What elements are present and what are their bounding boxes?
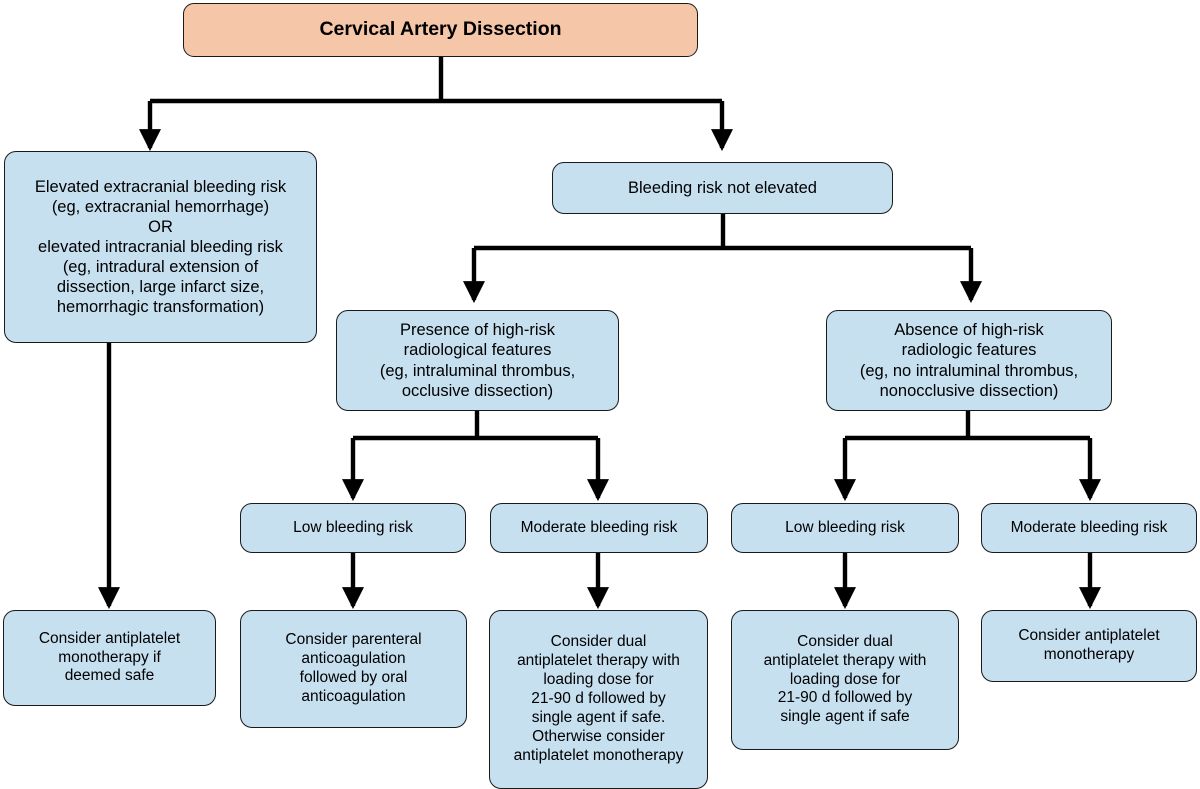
node-bleeding-risk-not-elevated[interactable]: Bleeding risk not elevated — [552, 162, 893, 214]
node-moderate-bleeding-risk-left[interactable]: Moderate bleeding risk — [490, 503, 708, 553]
node-outcome-dual-antiplatelet-single-agent[interactable]: Consider dual antiplatelet therapy with … — [731, 610, 959, 750]
node-outcome-antiplatelet-monotherapy-if-deemed-safe[interactable]: Consider antiplatelet monotherapy if dee… — [3, 610, 216, 706]
node-absence-high-risk-radiologic-features[interactable]: Absence of high-risk radiologic features… — [826, 310, 1112, 411]
node-outcome-parenteral-anticoagulation[interactable]: Consider parenteral anticoagulation foll… — [240, 610, 467, 728]
node-moderate-bleeding-risk-right[interactable]: Moderate bleeding risk — [981, 503, 1197, 553]
node-low-bleeding-risk-right[interactable]: Low bleeding risk — [731, 503, 959, 553]
node-outcome-antiplatelet-monotherapy[interactable]: Consider antiplatelet monotherapy — [981, 610, 1197, 682]
node-outcome-dual-antiplatelet-otherwise-monotherapy[interactable]: Consider dual antiplatelet therapy with … — [489, 610, 708, 789]
node-low-bleeding-risk-left[interactable]: Low bleeding risk — [240, 503, 466, 553]
node-presence-high-risk-radiological-features[interactable]: Presence of high-risk radiological featu… — [336, 310, 619, 411]
node-elevated-bleeding-risk[interactable]: Elevated extracranial bleeding risk (eg,… — [4, 151, 317, 343]
node-root-cervical-artery-dissection[interactable]: Cervical Artery Dissection — [183, 3, 698, 57]
